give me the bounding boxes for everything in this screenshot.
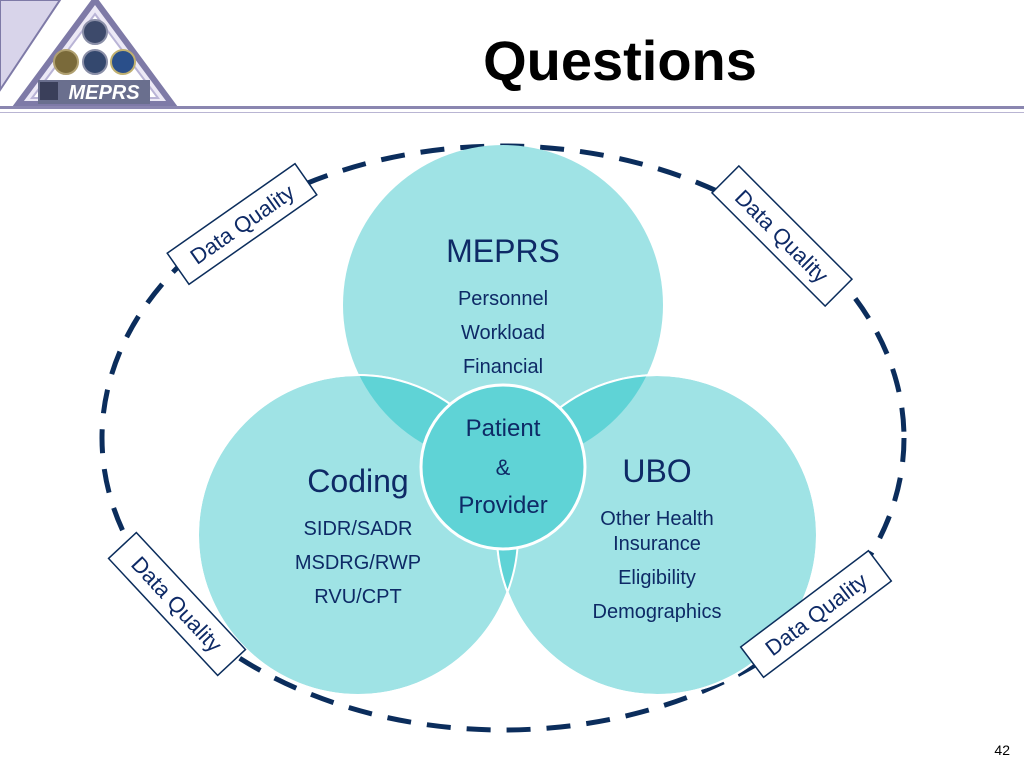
- page-number: 42: [994, 742, 1010, 758]
- patient-provider-circle: [419, 383, 587, 551]
- meprs-circle: [343, 145, 663, 465]
- svg-text:Data Quality: Data Quality: [186, 179, 300, 269]
- svg-text:Data Quality: Data Quality: [730, 185, 833, 288]
- center-line-provider: Provider: [458, 492, 547, 519]
- coding-heading: Coding: [307, 463, 408, 499]
- data-quality-label-top-left: Data Quality: [166, 162, 318, 286]
- page-title: Questions: [483, 29, 757, 92]
- meprs-item-workload: Workload: [461, 322, 545, 344]
- meprs-logo-icon: MEPRS: [0, 0, 178, 107]
- meprs-item-financial: Financial: [463, 356, 543, 378]
- ubo-item-other-health: Other Health: [600, 508, 713, 530]
- meprs-heading: MEPRS: [446, 233, 560, 269]
- ubo-item-demographics: Demographics: [593, 601, 722, 623]
- coding-item-sidr: SIDR/SADR: [304, 518, 413, 540]
- meprs-item-personnel: Personnel: [458, 288, 548, 310]
- logo-text: MEPRS: [68, 82, 140, 104]
- header-rule: [0, 106, 1024, 109]
- coding-item-rvu: RVU/CPT: [314, 586, 401, 608]
- header-rule-thin: [0, 112, 1024, 113]
- ubo-item-eligibility: Eligibility: [618, 567, 696, 589]
- ubo-item-insurance: Insurance: [613, 533, 701, 555]
- center-line-ampersand: &: [496, 455, 511, 480]
- data-quality-label-top-right: Data Quality: [710, 164, 854, 308]
- coding-item-msdrg: MSDRG/RWP: [295, 552, 421, 574]
- ubo-heading: UBO: [622, 453, 691, 489]
- center-line-patient: Patient: [466, 415, 541, 442]
